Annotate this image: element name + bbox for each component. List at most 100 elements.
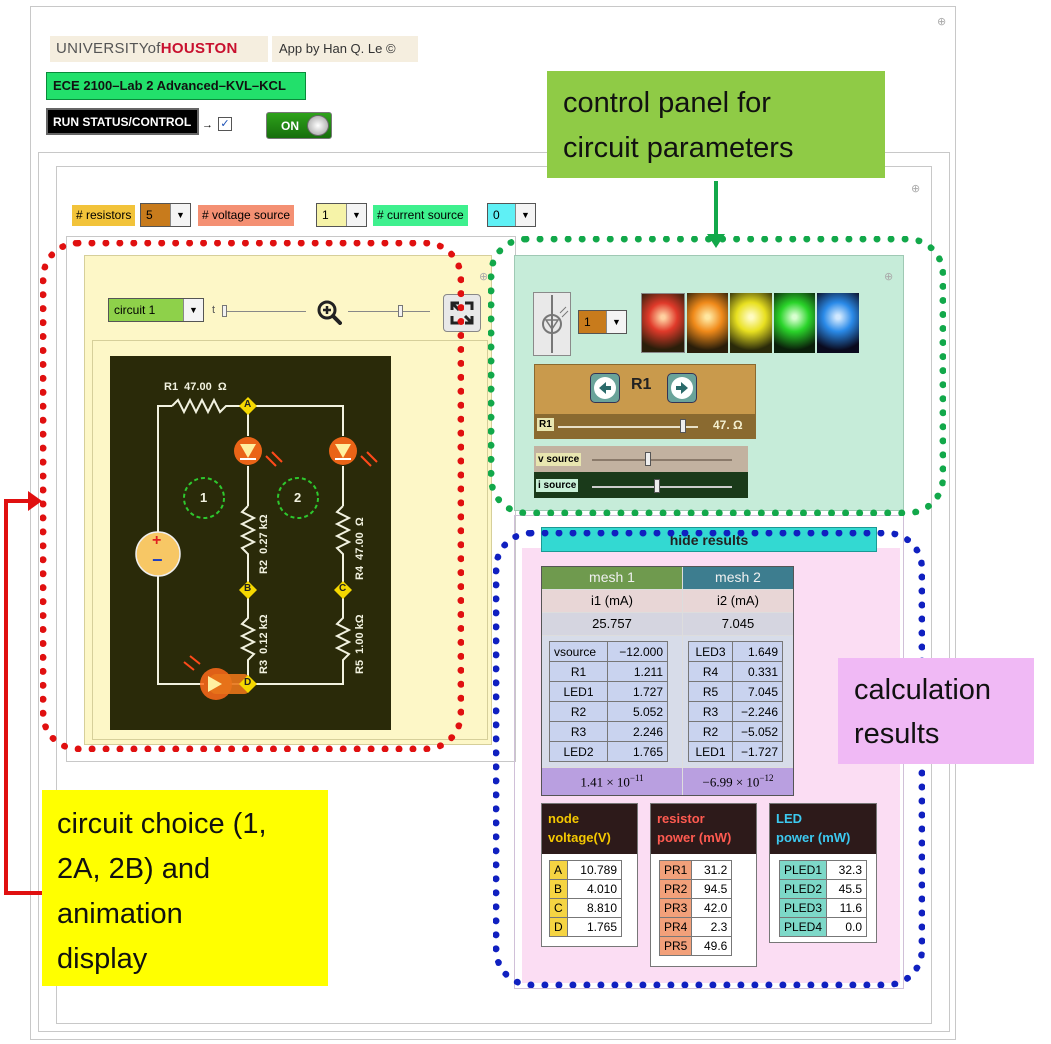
node-name: D [549, 917, 568, 937]
led-name: PLED4 [778, 917, 828, 937]
led-swatch-orange[interactable] [686, 293, 729, 353]
vsource-label: # voltage source [198, 205, 295, 226]
circuit-canvas-frame [92, 340, 488, 740]
resistor-power: 2.3 [691, 917, 733, 937]
r1-slider-label: R1 [537, 418, 554, 431]
r1-label: R1 47.00 Ω [164, 381, 227, 393]
led-swatch-blue[interactable] [817, 293, 859, 353]
table-row: R2−5.052 [688, 721, 783, 742]
resistor-power: 49.6 [691, 936, 733, 956]
component-name: R1 [631, 376, 652, 393]
zoom-slider[interactable] [348, 311, 430, 312]
circuit-select[interactable]: circuit 1▼ [108, 298, 204, 322]
zoom-icon[interactable] [316, 299, 342, 325]
led-swatch-green[interactable] [773, 293, 816, 353]
led-swatch-red[interactable] [641, 293, 685, 353]
chevron-down-icon: ▼ [515, 204, 535, 226]
element-voltage: −12.000 [607, 641, 668, 662]
node-b-label: B [244, 583, 252, 594]
element-voltage: 1.765 [607, 741, 668, 762]
node-a-label: A [244, 399, 252, 410]
isource-select[interactable]: 0▼ [487, 203, 536, 227]
time-slider[interactable] [222, 311, 306, 312]
led-power: 11.6 [826, 898, 868, 918]
time-slider-thumb[interactable] [222, 305, 227, 317]
isource-slider-thumb[interactable] [654, 479, 660, 493]
resistor-name: PR1 [658, 860, 693, 880]
isource-slider[interactable] [592, 486, 732, 488]
element-voltage: −2.246 [732, 701, 783, 722]
expand-icon[interactable]: ⊕ [479, 270, 489, 283]
source-minus: − [152, 550, 163, 570]
element-voltage: 5.052 [607, 701, 668, 722]
led-component-icon[interactable] [533, 292, 571, 356]
on-off-toggle[interactable]: ON [266, 112, 332, 139]
circuit-schematic: R1 47.00 Ω A B C D 1 2 + − R2 0.27 kΩ R3… [110, 356, 391, 730]
toggle-knob [307, 115, 329, 136]
r1-slider-thumb[interactable] [680, 419, 686, 433]
expand-icon[interactable]: ⊕ [884, 270, 894, 283]
vsource-slider-thumb[interactable] [645, 452, 651, 466]
expand-icon[interactable]: ⊕ [937, 15, 947, 28]
node-c-label: C [339, 583, 347, 594]
element-name: R2 [688, 721, 733, 742]
resistor-name: PR3 [658, 898, 693, 918]
run-checkbox[interactable]: ✓ [218, 117, 232, 131]
i1-value: 25.757 [542, 613, 682, 635]
control-highlight-outline [488, 236, 946, 516]
resistors-select[interactable]: 5▼ [140, 203, 191, 227]
table-row: LED1−1.727 [688, 741, 783, 762]
node-voltage: 4.010 [567, 879, 622, 899]
vsource-slider[interactable] [592, 459, 732, 461]
resistors-label: # resistors [72, 205, 136, 226]
resistor-power: 31.2 [691, 860, 733, 880]
node-d-label: D [244, 677, 252, 688]
arrow-icon: → [202, 119, 213, 131]
led-swatch-yellow[interactable] [730, 293, 772, 353]
lab-title-button[interactable]: ECE 2100–Lab 2 Advanced–KVL–KCL [46, 72, 306, 100]
r1-slider[interactable] [558, 426, 698, 428]
vsource-select[interactable]: 1▼ [316, 203, 367, 227]
app-credit: App by Han Q. Le © [272, 36, 418, 62]
chevron-down-icon: ▼ [606, 311, 626, 333]
mesh-1-label: 1 [200, 490, 208, 505]
next-component-button[interactable] [667, 373, 697, 403]
element-voltage: 0.331 [732, 661, 783, 682]
isource-label: # current source [373, 205, 468, 226]
element-voltage: −5.052 [732, 721, 783, 742]
expand-icon[interactable]: ⊕ [911, 182, 921, 195]
mesh-2-sum: −6.99 × 10−12 [683, 768, 793, 795]
mesh-1-sum: 1.41 × 10−11 [542, 768, 682, 795]
run-status-button[interactable]: RUN STATUS/CONTROL [46, 108, 199, 135]
led-color-swatches[interactable] [641, 293, 859, 353]
chevron-down-icon: ▼ [183, 299, 203, 321]
zoom-slider-thumb[interactable] [398, 305, 403, 317]
mesh-2-label: 2 [294, 490, 302, 505]
chevron-down-icon: ▼ [170, 204, 190, 226]
prev-component-button[interactable] [590, 373, 620, 403]
i1-label: i1 (mA) [542, 590, 682, 612]
element-voltage: 1.727 [607, 681, 668, 702]
led-select[interactable]: 1▼ [578, 310, 627, 334]
